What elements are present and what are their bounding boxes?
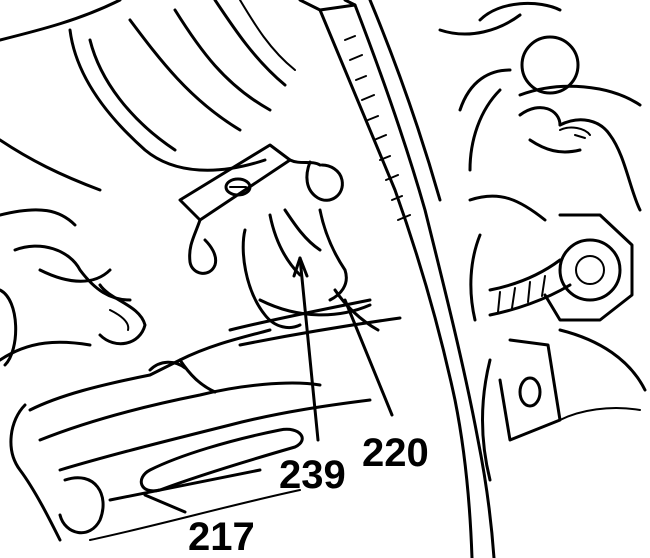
leader-239-arrow	[292, 256, 309, 278]
left-flange	[0, 208, 147, 367]
leader-lines	[143, 256, 394, 514]
leader-217	[143, 493, 187, 514]
scale-lever	[298, 0, 496, 558]
upper-casing	[0, 0, 296, 192]
callout-239: 239	[279, 453, 346, 497]
lower-bracket	[9, 298, 402, 542]
callout-220: 220	[362, 431, 429, 475]
leader-220	[343, 298, 394, 417]
clip-bracket	[178, 143, 380, 332]
right-housing	[438, 1, 647, 482]
callout-217: 217	[188, 515, 255, 558]
leader-239	[298, 256, 320, 442]
